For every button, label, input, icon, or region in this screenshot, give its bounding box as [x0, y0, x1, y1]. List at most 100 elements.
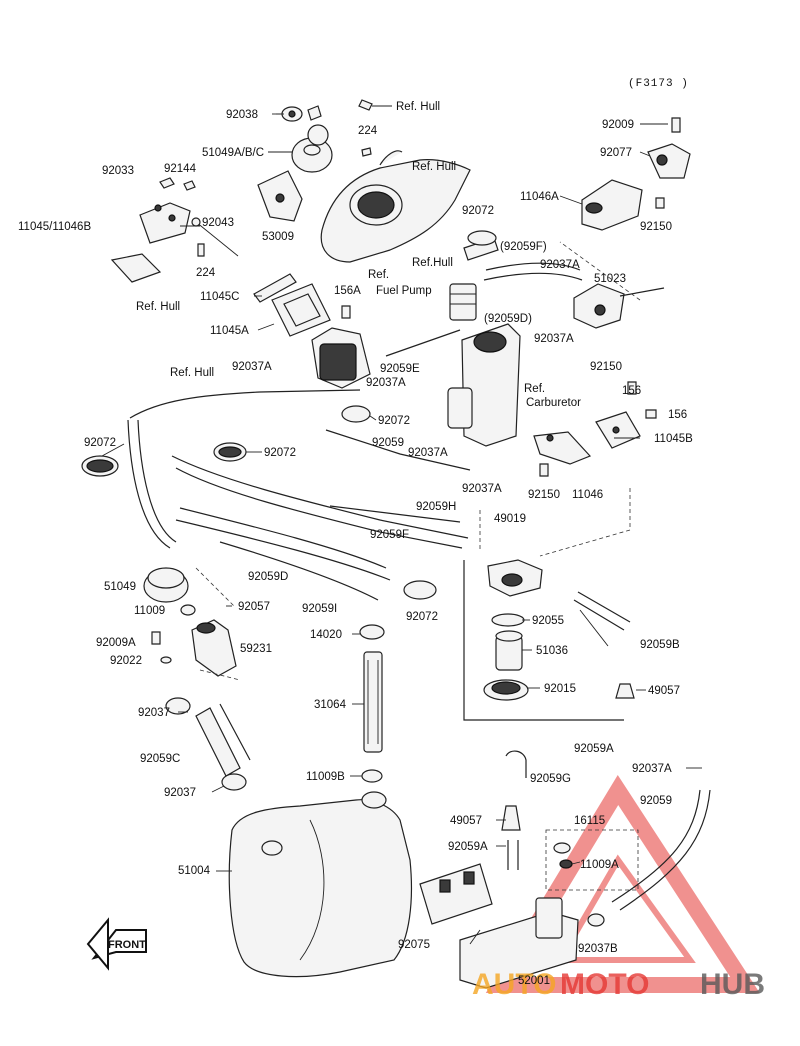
label-156: 156 — [668, 409, 687, 421]
label-ref-hull-hose: Ref. Hull — [170, 367, 214, 379]
watermark-hub: HUB — [700, 968, 765, 1001]
gasket-11009b — [361, 769, 383, 783]
label-224a: 224 — [358, 125, 378, 137]
label-16115: 16115 — [574, 815, 605, 827]
bracket-11046 — [533, 431, 592, 465]
clamp-92037b — [587, 913, 605, 927]
fitting-16115 — [545, 829, 639, 891]
label-92059g: 92059G — [530, 773, 571, 785]
label-92037a-7: 92037A — [632, 763, 672, 775]
label-49019: 49019 — [494, 513, 526, 525]
label-92075: 92075 — [398, 939, 430, 951]
bolt-224-top — [361, 147, 372, 157]
leader-lines — [101, 113, 702, 945]
clip-92038 — [276, 105, 322, 122]
label-92037b: 92037B — [578, 943, 618, 955]
label-fuel-pump: Fuel Pump — [376, 285, 432, 297]
valve-49057-right — [615, 683, 635, 699]
label-59231: 59231 — [240, 643, 272, 655]
gasket-11045a — [271, 283, 331, 337]
label-92059a: 92059A — [574, 743, 614, 755]
label-92072-center: 92072 — [264, 447, 296, 459]
label-92037a-2: 92037A — [534, 333, 574, 345]
clamp-92037-b — [221, 773, 247, 791]
label-14020: 14020 — [310, 629, 342, 641]
label-92072-lower: 92072 — [406, 611, 438, 623]
label-92022: 92022 — [110, 655, 142, 667]
label-92059h: 92059H — [416, 501, 456, 513]
label-49057-lower: 49057 — [450, 815, 482, 827]
label-92059e: 92059E — [380, 363, 420, 375]
valve-49057-lower — [501, 805, 521, 831]
hose-network — [127, 262, 711, 911]
bolt-224-lower — [197, 243, 205, 257]
label-92009a: 92009A — [96, 637, 136, 649]
label-156-upper: 156 — [622, 385, 641, 397]
fuel-pump-ref — [311, 327, 371, 389]
filter-ref-hull-mid — [449, 283, 477, 321]
label-11009b: 11009B — [306, 771, 345, 783]
label-11045-11046b: 11045/11046B — [18, 221, 91, 233]
reference-lines — [199, 241, 641, 681]
label-92037a-6: 92037A — [462, 483, 502, 495]
clamp-92072-center — [213, 442, 247, 462]
label-92055: 92055 — [532, 615, 564, 627]
label-92009: 92009 — [602, 119, 634, 131]
bolt-92009a — [151, 631, 161, 645]
bolt-156a — [341, 305, 351, 319]
front-arrow-badge: FRONT — [86, 917, 147, 971]
label-92150a: 92150 — [590, 361, 622, 373]
bracket-53009 — [257, 170, 303, 222]
label-92059-right: 92059 — [640, 795, 672, 807]
label-51036: 51036 — [536, 645, 568, 657]
label-92059f: 92059F — [370, 529, 409, 541]
figure-code: (F3173 ) — [628, 78, 689, 90]
label-92037-lower: 92037 — [164, 787, 196, 799]
oring-92055 — [491, 613, 525, 627]
fitting-11046a — [581, 179, 643, 231]
bolt-156-right — [645, 409, 657, 419]
label-92033: 92033 — [102, 165, 134, 177]
clamp-92037-a — [165, 697, 191, 715]
watermark-logo-triangle — [485, 774, 760, 993]
label-53009: 53009 — [262, 231, 294, 243]
nut-92015 — [483, 679, 529, 701]
label-92072-left: 92072 — [84, 437, 116, 449]
label-51049: 51049 — [104, 581, 136, 593]
label-11045c: 11045C — [200, 291, 239, 303]
cap-51049abc — [291, 124, 333, 173]
label-31064: 31064 — [314, 699, 347, 711]
nut-14020 — [359, 624, 385, 640]
watermark-auto: AUTO — [472, 968, 556, 1001]
watermark-moto: MOTO — [560, 968, 649, 1001]
label-ref-pump: Ref. — [368, 269, 389, 281]
label-92038: 92038 — [226, 109, 258, 121]
label-92059i: 92059I — [302, 603, 337, 615]
cock-51023 — [573, 283, 665, 329]
label-92077: 92077 — [600, 147, 632, 159]
bolt-92009 — [671, 117, 681, 133]
label-92144: 92144 — [164, 163, 197, 175]
watermark-text: AUTO MOTO HUB — [472, 968, 765, 1001]
clamp-92072-left — [81, 455, 119, 477]
label-11045b: 11045B — [654, 433, 693, 445]
label-92059d: 92059D — [248, 571, 288, 583]
washer-92022 — [160, 656, 172, 664]
carburetor-ref — [447, 323, 521, 447]
part-labels: 92038 Ref. Hull 224 51049A/B/C Ref. Hull… — [18, 101, 693, 987]
sender-31064 — [363, 651, 383, 753]
plate-11045c — [253, 273, 297, 303]
hose-92059c — [195, 707, 241, 777]
label-ref-hull-mid: Ref.Hull — [412, 257, 453, 269]
label-52001: 52001 — [518, 975, 550, 987]
label-156a: 156A — [334, 285, 361, 297]
label-11046: 11046 — [572, 489, 603, 501]
label-ref-hull-2: Ref. Hull — [412, 161, 456, 173]
clamp-92072-lower — [403, 580, 437, 600]
label-ref-carb: Ref. — [524, 383, 545, 395]
label-92150b: 92150 — [640, 221, 672, 233]
filter-51036 — [495, 630, 523, 671]
label-92043: 92043 — [202, 217, 234, 229]
filler-neck-59231 — [191, 619, 237, 677]
